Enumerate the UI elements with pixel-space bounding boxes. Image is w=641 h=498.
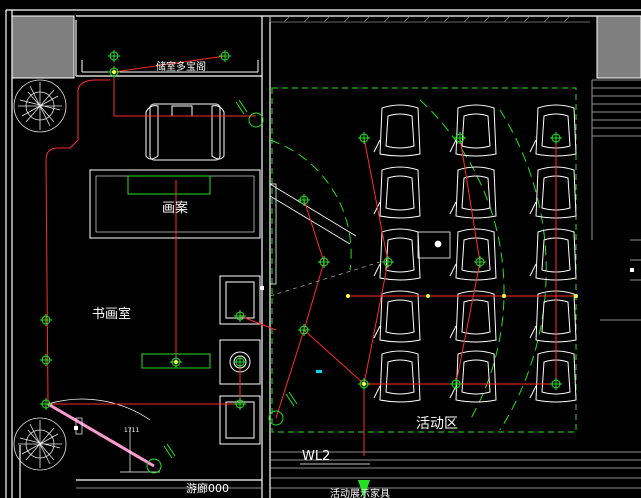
seat-chair — [529, 290, 577, 343]
light-fixture — [298, 324, 310, 336]
label-corridor: 储室多宝阁 — [156, 60, 206, 73]
label-circuit: WL2 — [302, 449, 330, 464]
wall-dashes — [269, 183, 357, 285]
light-fixture — [550, 132, 562, 144]
activity-boundary — [271, 87, 577, 433]
right-stairs — [591, 79, 641, 321]
seat-chair — [373, 228, 421, 281]
seat-chair — [373, 290, 421, 343]
label-bottom-left: 游廊000 — [186, 481, 229, 495]
light-fixture — [108, 50, 120, 62]
desk-pad — [417, 231, 451, 259]
label-desk: 画案 — [162, 201, 188, 216]
seat-chair — [373, 166, 421, 219]
wall-ticks — [74, 268, 634, 430]
light-fixture — [450, 378, 462, 390]
column-top-right — [596, 15, 641, 79]
seat-chair — [373, 350, 421, 403]
label-door-tag: 1711 — [124, 427, 139, 434]
plant-top-left — [13, 79, 67, 133]
seat-chair — [449, 104, 497, 157]
light-fixture — [40, 354, 52, 366]
circuit-arrow — [300, 463, 370, 498]
wiring — [45, 55, 576, 456]
seat-grid — [373, 104, 577, 403]
light-fixture — [234, 310, 246, 322]
column-top-left — [11, 15, 75, 79]
seat-chair — [529, 166, 577, 219]
light-fixture — [474, 256, 486, 268]
bottom-steps — [76, 451, 641, 489]
plant-bottom-left — [13, 417, 67, 471]
light-fixture — [550, 378, 562, 390]
light-fixture — [234, 356, 246, 368]
guide-dash — [269, 261, 381, 297]
fixture-symbols — [40, 50, 562, 410]
seat-chair — [373, 104, 421, 157]
top-hatch — [269, 15, 590, 23]
painting-desk — [89, 169, 261, 239]
light-fixture — [358, 132, 370, 144]
seat-chair — [449, 166, 497, 219]
seat-chair — [449, 228, 497, 281]
armchair — [145, 103, 225, 161]
light-fixture — [40, 398, 52, 410]
light-fixture — [454, 132, 466, 144]
light-fixture — [219, 50, 231, 62]
light-fixture — [298, 194, 310, 206]
marker-cyan — [316, 370, 322, 373]
light-fixture — [234, 398, 246, 410]
seat-chair — [529, 228, 577, 281]
seat-chair — [529, 350, 577, 403]
label-bottom-right: 活动展示家具 — [330, 487, 390, 498]
label-activity: 活动区 — [416, 416, 458, 432]
switch-ticks — [163, 99, 298, 459]
junction-dots — [112, 70, 578, 386]
door-swing — [47, 398, 160, 473]
label-study: 书画室 — [92, 306, 131, 322]
light-fixture — [382, 256, 394, 268]
seat-chair — [449, 350, 497, 403]
seat-chair — [529, 104, 577, 157]
activity-arcs — [269, 99, 547, 431]
light-fixture — [40, 314, 52, 326]
light-fixture — [318, 256, 330, 268]
